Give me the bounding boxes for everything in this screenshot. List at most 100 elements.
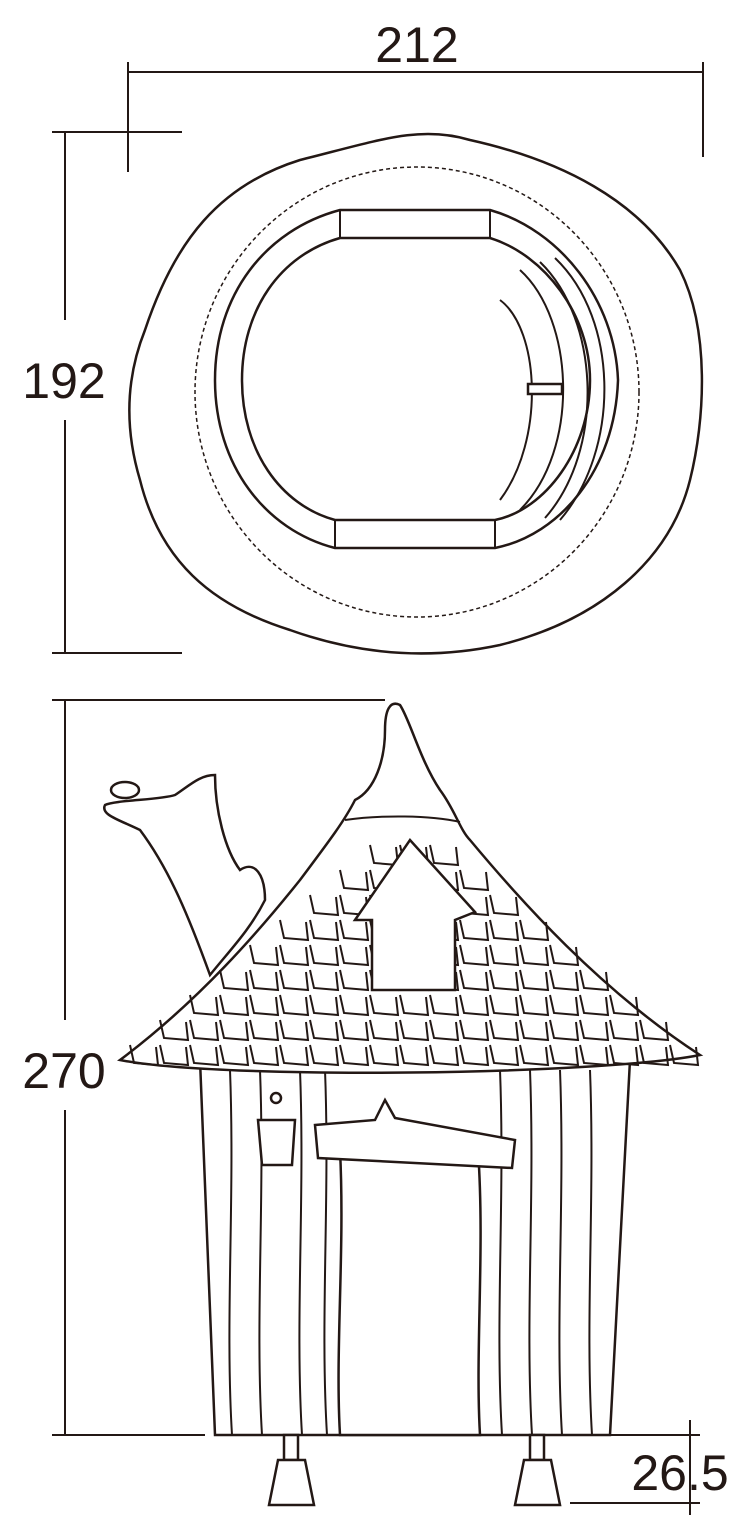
roof-shingle [579,969,610,992]
roof-shingle [399,1044,430,1067]
roof-shingle [309,994,340,1017]
roof-shingle [339,1044,370,1067]
roof-shingle [339,919,370,942]
roof-shingle [459,869,490,892]
base-height-label: 26.5 [631,1445,728,1501]
sign-branch [313,1097,517,1170]
roof-shingle [249,1044,280,1067]
door-opening [337,1148,482,1437]
width-label: 212 [375,17,458,73]
roof-shingle [369,844,400,867]
roof-shingle [609,1044,640,1067]
roof-shingle [489,944,520,967]
roof-shingle [459,1044,490,1067]
depth-label: 192 [22,353,105,409]
roof-shingle [309,969,340,992]
bark-line [298,1069,303,1436]
roof-shingle [489,1019,520,1042]
roof-shingle [459,919,490,942]
bark-line [228,1069,233,1436]
roof-shingle [459,944,490,967]
roof-shingle [309,1044,340,1067]
roof-shingle [219,994,250,1017]
roof-shingle [279,969,310,992]
roof-shingle [159,1019,190,1042]
height-label: 270 [22,1043,105,1099]
roof-shingle [519,994,550,1017]
roof-shingle [249,969,280,992]
roof-shingle [489,919,520,942]
dimension-lines [52,62,704,1515]
roof-shingle [549,1044,580,1067]
roof-shingle [369,994,400,1017]
roof-shingle [489,969,520,992]
roof-shingle [519,1044,550,1067]
lantern [256,1118,297,1167]
roof-shingle [279,919,310,942]
roof-shingle [219,1019,250,1042]
roof-shingle [279,994,310,1017]
roof-shingle [159,1044,190,1067]
roof-shingle [309,1019,340,1042]
roof-shingle [489,1044,520,1067]
roof-shingle [519,1019,550,1042]
left-anchor-block [267,1458,316,1507]
top-view [128,132,704,655]
roof-shingle [279,1044,310,1067]
roof-shingle [459,994,490,1017]
roof-shingle [549,994,580,1017]
roof-shingle [309,919,340,942]
roof-shingle [489,994,520,1017]
right-anchor-block [513,1458,562,1507]
bench-bracket [526,382,564,396]
bark-line [588,1069,593,1436]
roof-shingle [519,969,550,992]
side-view [103,702,704,1507]
roof-shingle [369,1044,400,1067]
roof-shingle [189,994,220,1017]
roof-shingle [579,994,610,1017]
tree-branch [103,773,267,978]
roof-shingle [219,969,250,992]
bark-line [323,1069,328,1436]
roof-shingle [339,944,370,967]
roof-shingle [369,1019,400,1042]
roof-shingle [219,1044,250,1067]
roof-shingle [459,1019,490,1042]
roof-shingle [519,919,550,942]
roof-shingle [399,994,430,1017]
roof-shingle [279,944,310,967]
roof-shingle [399,1019,430,1042]
roof-shingle [429,844,460,867]
roof-shingle [579,1019,610,1042]
roof-shingle [189,1019,220,1042]
roof-shingle [309,894,340,917]
roof-window [352,837,478,992]
roof-shingle [339,994,370,1017]
roof-shingle [339,969,370,992]
roof-shingle [309,944,340,967]
roof-shingle [339,1019,370,1042]
roof-shingle [189,1044,220,1067]
roof-shingle [609,994,640,1017]
roof-shingle [519,944,550,967]
roof-shingle [609,1019,640,1042]
roof-shingle [639,1044,670,1067]
roof-shingle [459,969,490,992]
lantern-hook [269,1091,283,1105]
roof-shingle [489,894,520,917]
roof-shingle [579,1044,610,1067]
roof-shingle [129,1044,160,1067]
roof-shingle [429,994,460,1017]
bark-line [528,1069,533,1436]
roof-shingle [249,1019,280,1042]
roof-shingle [549,944,580,967]
bird [109,780,141,800]
roof-shingle [249,944,280,967]
roof-shingle [639,1019,670,1042]
roof-shingle [279,1019,310,1042]
right-anchor-bracket [528,1433,546,1462]
roof-shingle [549,1019,580,1042]
roof-shingle [429,1044,460,1067]
